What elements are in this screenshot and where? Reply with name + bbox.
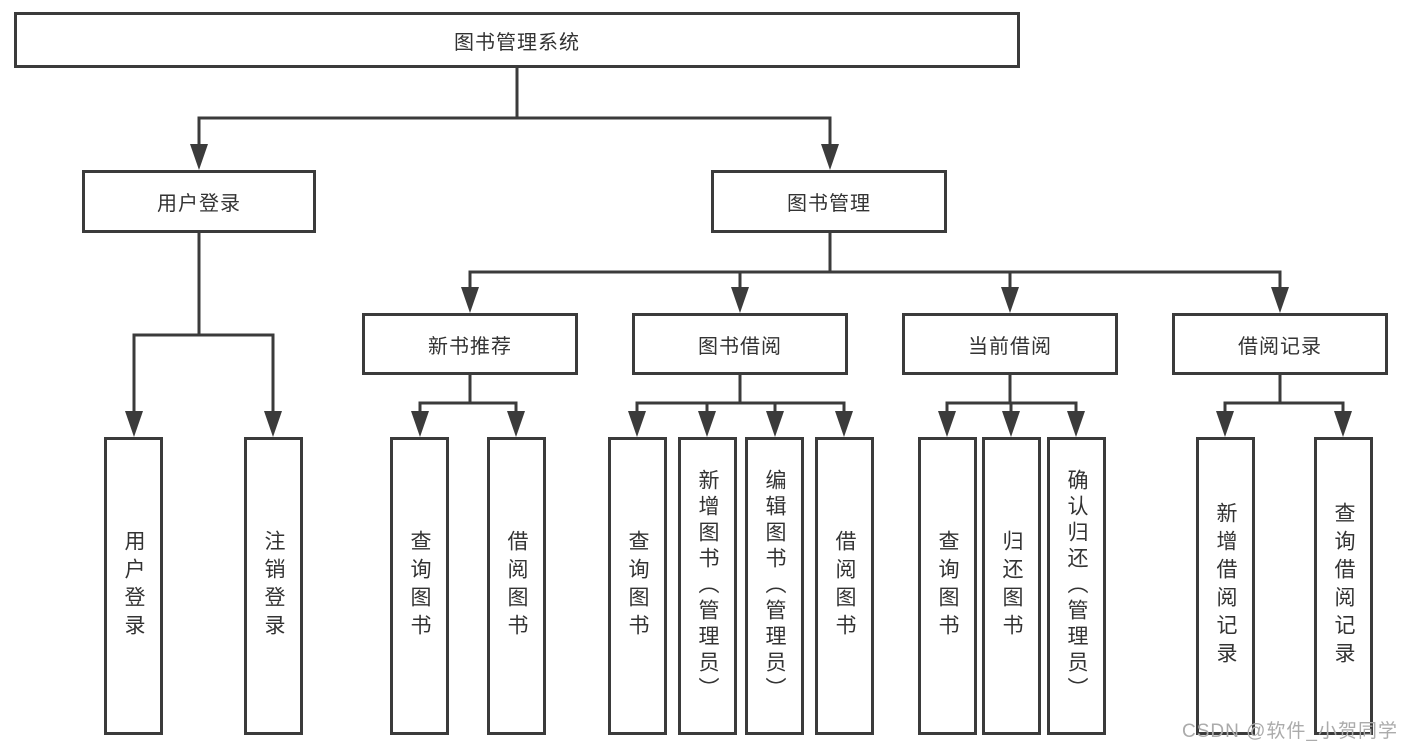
node-current-borrow: 当前借阅 xyxy=(902,313,1118,375)
leaf-query-book-borrow-label: 查询图书 xyxy=(626,530,649,642)
node-new-book-recommend-label: 新书推荐 xyxy=(428,335,512,358)
leaf-borrow-book-recommend: 借阅图书 xyxy=(487,437,546,735)
node-borrow-records-label: 借阅记录 xyxy=(1238,335,1322,358)
leaf-add-borrow-record-label: 新增借阅记录 xyxy=(1214,502,1237,670)
leaf-query-book-recommend-label: 查询图书 xyxy=(408,530,431,642)
leaf-user-login: 用户登录 xyxy=(104,437,163,735)
leaf-query-book-current: 查询图书 xyxy=(918,437,977,735)
arrowheads xyxy=(125,144,1352,437)
node-book-management: 图书管理 xyxy=(711,170,947,233)
csdn-watermark: CSDN @软件_小贺同学 xyxy=(1182,721,1398,742)
node-library-system: 图书管理系统 xyxy=(14,12,1020,68)
leaf-borrow-book-label: 借阅图书 xyxy=(833,530,856,642)
leaf-logout-label: 注销登录 xyxy=(262,530,285,642)
leaf-borrow-book-recommend-label: 借阅图书 xyxy=(505,530,528,642)
node-book-borrow-label: 图书借阅 xyxy=(698,335,782,358)
leaf-user-login-label: 用户登录 xyxy=(122,530,145,642)
node-book-management-label: 图书管理 xyxy=(787,193,871,215)
node-current-borrow-label: 当前借阅 xyxy=(968,335,1052,358)
leaf-query-book-borrow: 查询图书 xyxy=(608,437,667,735)
leaf-query-book-current-label: 查询图书 xyxy=(936,530,959,642)
node-library-system-label: 图书管理系统 xyxy=(454,31,580,54)
node-new-book-recommend: 新书推荐 xyxy=(362,313,578,375)
leaf-borrow-book: 借阅图书 xyxy=(815,437,874,735)
node-user-login: 用户登录 xyxy=(82,170,316,233)
node-borrow-records: 借阅记录 xyxy=(1172,313,1388,375)
leaf-confirm-return-admin: 确认归还（管理员） xyxy=(1047,437,1106,735)
leaf-edit-book-admin: 编辑图书（管理员） xyxy=(745,437,804,735)
leaf-confirm-return-admin-label: 确认归还（管理员） xyxy=(1065,469,1088,703)
node-user-login-label: 用户登录 xyxy=(157,193,241,215)
leaf-add-book-admin: 新增图书（管理员） xyxy=(678,437,737,735)
leaf-return-book-label: 归还图书 xyxy=(1000,530,1023,642)
leaf-add-borrow-record: 新增借阅记录 xyxy=(1196,437,1255,735)
leaf-logout: 注销登录 xyxy=(244,437,303,735)
leaf-add-book-admin-label: 新增图书（管理员） xyxy=(696,469,719,703)
leaf-edit-book-admin-label: 编辑图书（管理员） xyxy=(763,469,786,703)
leaf-query-borrow-record-label: 查询借阅记录 xyxy=(1332,502,1355,670)
leaf-return-book: 归还图书 xyxy=(982,437,1041,735)
node-book-borrow: 图书借阅 xyxy=(632,313,848,375)
leaf-query-borrow-record: 查询借阅记录 xyxy=(1314,437,1373,735)
leaf-query-book-recommend: 查询图书 xyxy=(390,437,449,735)
